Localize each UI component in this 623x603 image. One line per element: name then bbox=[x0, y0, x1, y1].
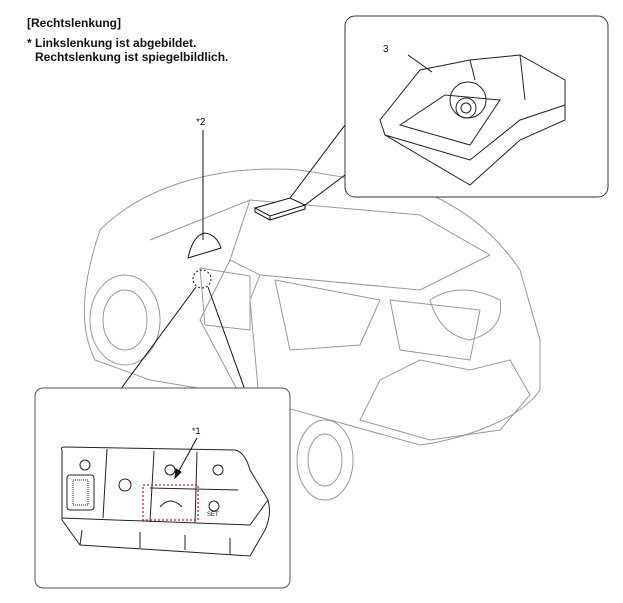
note-line-2: Rechtslenkung ist spiegelbildlich. bbox=[35, 50, 229, 64]
callout-3: 3 bbox=[383, 44, 389, 55]
vehicle-illustration bbox=[83, 168, 541, 501]
switch-location-marker bbox=[192, 269, 212, 289]
mirror-marker bbox=[187, 232, 222, 259]
callout-1: *1 bbox=[192, 426, 201, 436]
page-title: [Rechtslenkung] bbox=[27, 16, 122, 30]
camera-illustration bbox=[379, 54, 566, 186]
callout-2: *2 bbox=[196, 117, 206, 128]
camera-detail-panel bbox=[344, 15, 609, 198]
switch-panel-illustration bbox=[60, 446, 270, 557]
note-line-1: * Linkslenkung ist abgebildet. bbox=[27, 36, 197, 50]
set-label: SET bbox=[207, 512, 219, 518]
highlighted-switch bbox=[142, 484, 199, 521]
